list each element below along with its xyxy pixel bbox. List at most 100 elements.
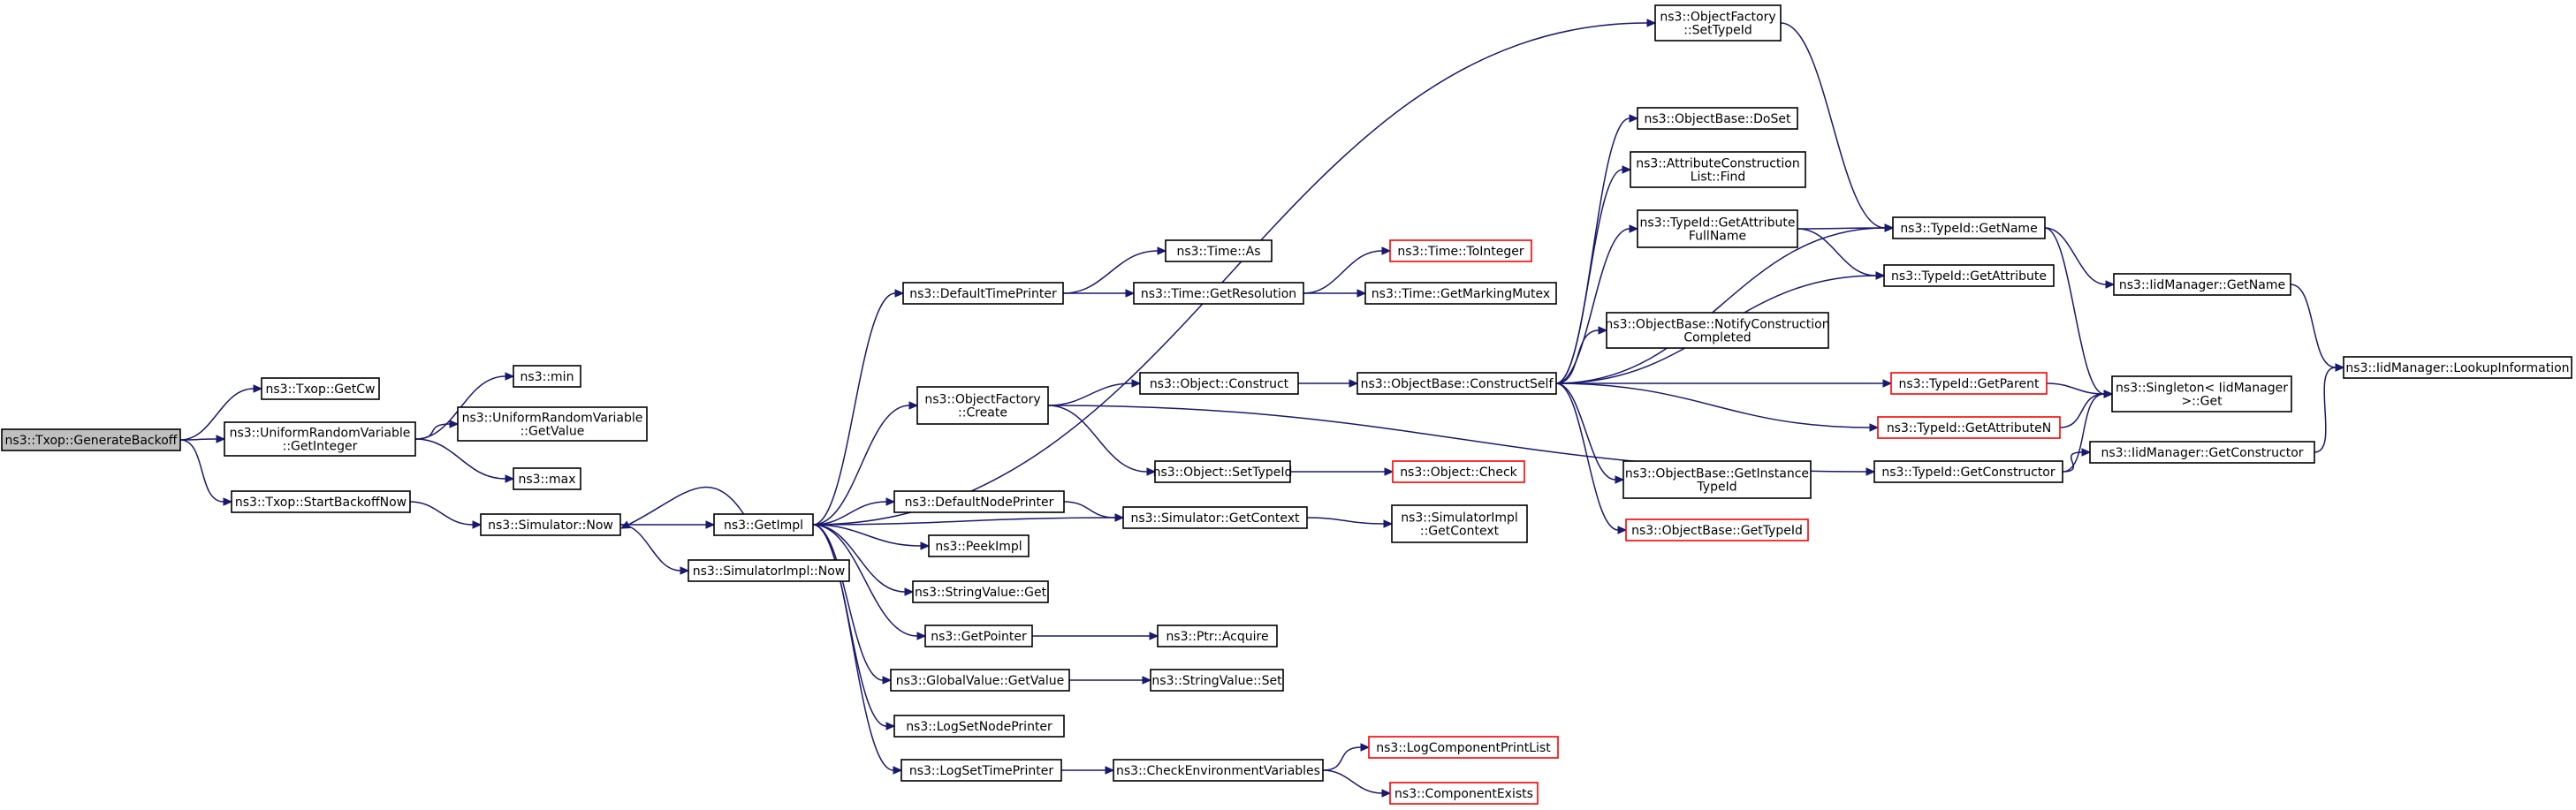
- call-edge: [619, 486, 745, 529]
- function-node-box: [912, 580, 1049, 603]
- function-node[interactable]: ns3::GetImpl: [713, 513, 814, 536]
- arrowhead: [1360, 743, 1371, 752]
- call-edge: [1047, 405, 1157, 476]
- arrowhead: [1615, 475, 1625, 484]
- function-node[interactable]: ns3::ObjectFactory::Create: [916, 386, 1049, 425]
- function-node[interactable]: ns3::Txop::GetCw: [261, 377, 380, 400]
- function-node[interactable]: ns3::Time::ToInteger: [1389, 239, 1532, 262]
- call-edge: [1322, 743, 1371, 771]
- function-node-label: ns3::DefaultNodePrinter: [905, 496, 1054, 510]
- call-edge: [1555, 165, 1632, 384]
- function-node[interactable]: ns3::UniformRandomVariable::GetInteger: [224, 421, 416, 457]
- function-node-label: ::GetContext: [1420, 525, 1500, 539]
- function-node-label: ns3::IidManager::GetConstructor: [2101, 446, 2303, 460]
- function-node-label: ns3::Txop::GenerateBackoff: [5, 434, 178, 448]
- function-node-box: [1113, 759, 1324, 782]
- function-node-box: [1139, 372, 1299, 395]
- function-node[interactable]: ns3::TypeId::GetAttributeN: [1877, 416, 2061, 439]
- function-node-label: ns3::GetPointer: [931, 630, 1027, 644]
- arrowhead: [1349, 379, 1359, 388]
- function-node[interactable]: ns3::Time::GetMarkingMutex: [1364, 282, 1557, 305]
- function-node[interactable]: ns3::IidManager::GetName: [2113, 273, 2291, 296]
- arrowhead: [2081, 448, 2092, 457]
- function-node[interactable]: ns3::Object::SetTypeId: [1153, 460, 1293, 483]
- function-node-box: [1154, 460, 1291, 483]
- function-node[interactable]: ns3::TypeId::GetParent: [1890, 372, 2048, 395]
- function-node[interactable]: ns3::Object::Construct: [1139, 372, 1299, 395]
- function-node[interactable]: ns3::Txop::GenerateBackoff: [1, 428, 181, 451]
- function-node[interactable]: ns3::TypeId::GetName: [1892, 216, 2046, 239]
- function-node-label: ns3::UniformRandomVariable: [230, 427, 411, 441]
- function-node[interactable]: ns3::CheckEnvironmentVariables: [1113, 759, 1324, 782]
- call-edge: [1555, 223, 1895, 384]
- function-node[interactable]: ns3::IidManager::LookupInformation: [2343, 356, 2572, 379]
- function-node-label: List::Find: [1691, 170, 1746, 185]
- function-node-label: ns3::TypeId::GetName: [1900, 222, 2037, 236]
- function-node[interactable]: ns3::ObjectBase::NotifyConstructionCompl…: [1605, 312, 1830, 349]
- function-node[interactable]: ns3::Simulator::GetContext: [1122, 506, 1308, 529]
- arrowhead: [882, 676, 893, 685]
- function-node[interactable]: ns3::SimulatorImpl::GetContext: [1391, 504, 1528, 543]
- function-node[interactable]: ns3::UniformRandomVariable::GetValue: [457, 406, 648, 442]
- function-node-label: ns3::ObjectBase::GetTypeId: [1631, 524, 1803, 538]
- function-node[interactable]: ns3::ObjectBase::ConstructSelf: [1356, 372, 1557, 395]
- call-edge: [1047, 379, 1142, 406]
- function-node[interactable]: ns3::ObjectBase::DoSet: [1637, 107, 1798, 130]
- function-node[interactable]: ns3::Ptr::Acquire: [1157, 625, 1278, 647]
- function-node[interactable]: ns3::TypeId::GetConstructor: [1873, 460, 2063, 483]
- function-node-label: ns3::min: [521, 370, 574, 384]
- call-edge: [179, 435, 226, 443]
- call-edge: [2044, 227, 2114, 398]
- call-edge: [2062, 448, 2092, 473]
- function-node[interactable]: ns3::Time::As: [1165, 239, 1273, 262]
- function-node[interactable]: ns3::DefaultNodePrinter: [893, 490, 1065, 513]
- function-node[interactable]: ns3::IidManager::GetConstructor: [2089, 441, 2315, 464]
- arrowhead: [904, 587, 915, 596]
- function-node-label: ::Create: [958, 406, 1007, 420]
- function-node[interactable]: ns3::GlobalValue::GetValue: [890, 669, 1070, 692]
- function-node-label: ns3::DefaultTimePrinter: [909, 287, 1057, 301]
- arrowhead: [1157, 246, 1167, 255]
- function-node-label: Completed: [1683, 331, 1751, 345]
- call-edge: [1555, 382, 1880, 432]
- function-node[interactable]: ns3::Singleton< IidManager >::Get: [2111, 375, 2292, 413]
- arrowhead: [908, 401, 919, 410]
- arrowhead: [1869, 423, 1880, 432]
- function-node-label: ns3::max: [518, 473, 575, 487]
- function-node[interactable]: ns3::Txop::StartBackoffNow: [231, 490, 411, 513]
- function-node[interactable]: ns3::ObjectBase::GetTypeId: [1625, 519, 1809, 541]
- function-node[interactable]: ns3::LogSetTimePrinter: [900, 759, 1062, 782]
- function-node-label: ns3::SimulatorImpl: [1401, 511, 1518, 526]
- arrowhead: [619, 520, 631, 529]
- function-node[interactable]: ns3::Simulator::Now: [480, 513, 621, 536]
- arrowhead: [1383, 519, 1394, 528]
- function-node[interactable]: ns3::Object::Check: [1392, 460, 1525, 483]
- function-node[interactable]: ns3::min: [513, 365, 581, 388]
- function-node[interactable]: ns3::max: [513, 467, 581, 490]
- function-node-label: ::GetInteger: [283, 440, 358, 454]
- function-node-box: [1877, 416, 2061, 439]
- function-node[interactable]: ns3::StringValue::Set: [1150, 669, 1284, 692]
- function-node[interactable]: ns3::ComponentExists: [1389, 782, 1539, 805]
- function-node[interactable]: ns3::LogComponentPrintList: [1368, 736, 1559, 759]
- function-node-label: ns3::StringValue::Get: [915, 586, 1047, 600]
- function-node[interactable]: ns3::StringValue::Get: [912, 580, 1049, 603]
- function-node[interactable]: ns3::Time::GetResolution: [1133, 282, 1304, 305]
- function-node[interactable]: ns3::LogSetNodePrinter: [893, 715, 1065, 738]
- function-node-label: ns3::Time::As: [1176, 245, 1260, 259]
- function-node[interactable]: ns3::SimulatorImpl::Now: [688, 559, 850, 582]
- arrowhead: [1142, 676, 1152, 685]
- function-node-box: [902, 282, 1064, 305]
- function-node[interactable]: ns3::DefaultTimePrinter: [902, 282, 1064, 305]
- function-node[interactable]: ns3::ObjectFactory::SetTypeId: [1654, 4, 1782, 42]
- function-node-box: [1165, 239, 1273, 262]
- function-node-label: ::SetTypeId: [1683, 24, 1752, 38]
- function-node[interactable]: ns3::GetPointer: [924, 625, 1033, 647]
- function-node[interactable]: ns3::PeekImpl: [928, 534, 1030, 557]
- arrowhead: [223, 497, 233, 506]
- function-node-box: [893, 715, 1065, 738]
- function-node[interactable]: ns3::TypeId::GetAttribute: [1883, 264, 2055, 287]
